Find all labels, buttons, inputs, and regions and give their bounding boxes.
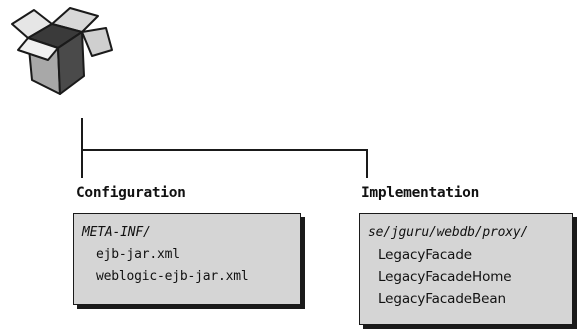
connector-branch bbox=[82, 149, 368, 178]
implementation-panel: se/jguru/webdb/proxy/ LegacyFacade Legac… bbox=[359, 213, 573, 325]
configuration-panel: META-INF/ ejb-jar.xml weblogic-ejb-jar.x… bbox=[73, 213, 301, 305]
open-box-icon bbox=[11, 7, 113, 95]
configuration-folder: META-INF/ bbox=[82, 225, 151, 240]
implementation-file: LegacyFacadeBean bbox=[378, 291, 507, 307]
configuration-file: weblogic-ejb-jar.xml bbox=[96, 269, 249, 284]
configuration-file: ejb-jar.xml bbox=[96, 247, 180, 262]
implementation-file: LegacyFacade bbox=[378, 247, 473, 263]
implementation-heading: Implementation bbox=[361, 185, 480, 201]
configuration-heading: Configuration bbox=[76, 185, 186, 201]
implementation-file: LegacyFacadeHome bbox=[378, 269, 512, 285]
implementation-folder: se/jguru/webdb/proxy/ bbox=[368, 225, 529, 240]
